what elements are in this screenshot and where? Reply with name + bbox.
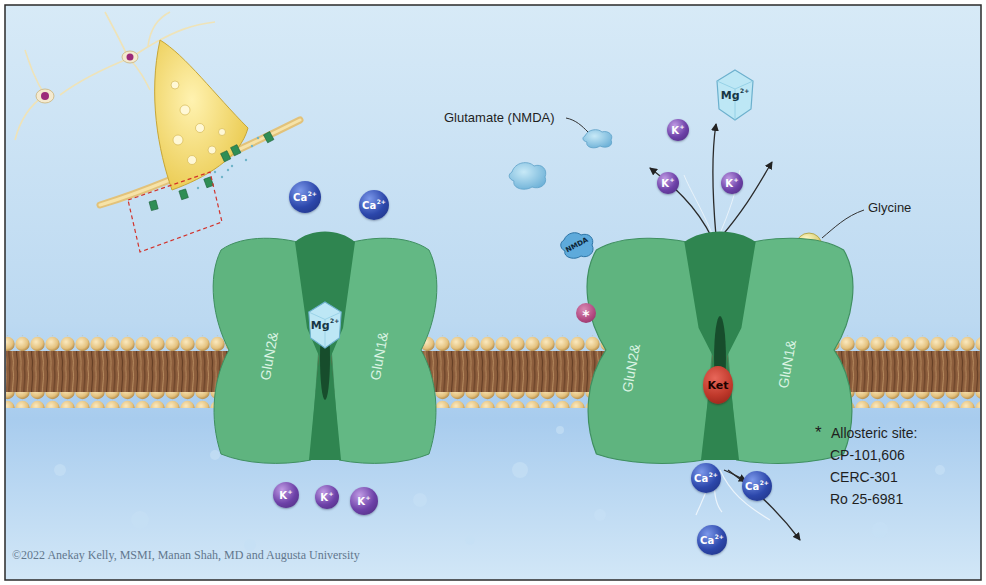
copyright-note: ©2022 Anekay Kelly, MSMI, Manan Shah, MD… [12, 549, 360, 563]
ketamine-molecule: Ket [703, 366, 733, 404]
symbol-label: K [661, 178, 669, 189]
bound-glutamate: NMDA [559, 230, 595, 260]
charge-label: + [288, 488, 293, 495]
charge-label: 2+ [760, 479, 769, 486]
charge-label: 2+ [709, 471, 718, 478]
symbol-label: Ket [707, 379, 728, 392]
label-group: Mg2+ [721, 89, 750, 102]
note-heading: Allosteric site: [831, 425, 917, 441]
symbol-label: Ca [745, 481, 759, 492]
ligand-label: Glycine [868, 201, 911, 216]
label-group: K+ [661, 178, 674, 189]
drug-name: CP-101,606 [830, 447, 905, 463]
symbol-label: K [671, 125, 679, 136]
label-group: K+ [279, 490, 292, 501]
drug-name: Ro 25-6981 [830, 491, 903, 507]
label-group: Ca2+ [694, 473, 718, 484]
label-group: K+ [725, 178, 738, 189]
charge-label: + [329, 490, 334, 497]
ligand-label: Glutamate (NMDA) [444, 111, 555, 126]
potassium-ion: K+ [350, 487, 378, 515]
charge-label: 2+ [740, 87, 749, 94]
label-group: Ca2+ [700, 535, 724, 546]
charge-label: + [670, 176, 675, 183]
symbol-label: K [725, 178, 733, 189]
calcium-ion: Ca2+ [359, 190, 389, 220]
charge-label: + [680, 123, 685, 130]
symbol-label: K [320, 492, 328, 503]
label-group: Ca2+ [745, 481, 769, 492]
label-group: K+ [357, 496, 370, 507]
label-group: Ca2+ [362, 200, 386, 211]
calcium-ion: Ca2+ [742, 471, 772, 501]
magnesium-ion: Mg2+ [715, 69, 755, 121]
label-group: Ca2+ [293, 192, 317, 203]
label-group: K+ [671, 125, 684, 136]
symbol-label: Ca [694, 473, 708, 484]
magnesium-block: Mg2+ [307, 301, 343, 349]
symbol-label: Ca [362, 200, 376, 211]
asterisk-mark: * [815, 423, 822, 443]
calcium-ion: Ca2+ [289, 181, 321, 213]
charge-label: 2+ [308, 190, 317, 197]
charge-label: + [734, 176, 739, 183]
potassium-ion: K+ [273, 482, 299, 508]
charge-label: + [366, 494, 371, 501]
drug-name: CERC-301 [830, 469, 898, 485]
charge-label: 2+ [377, 198, 386, 205]
label-group: Mg2+ [311, 319, 340, 332]
symbol-label: Mg [721, 89, 740, 102]
symbol-label: Ca [700, 535, 714, 546]
calcium-ion: Ca2+ [697, 525, 727, 555]
label-group: * [582, 307, 589, 323]
label-group: Ket [707, 379, 728, 392]
label-group: K+ [320, 492, 333, 503]
symbol-label: Mg [311, 319, 330, 332]
allosteric-site: * [576, 303, 596, 323]
calcium-ion: Ca2+ [691, 463, 721, 493]
symbol-label: K [279, 490, 287, 501]
charge-label: 2+ [715, 533, 724, 540]
potassium-ion: K+ [667, 119, 689, 141]
potassium-ion: K+ [657, 172, 679, 194]
potassium-ion: K+ [315, 485, 339, 509]
symbol-label: * [582, 307, 589, 323]
potassium-ion: K+ [721, 172, 743, 194]
charge-label: 2+ [330, 317, 339, 324]
symbol-label: Ca [293, 192, 307, 203]
symbol-label: K [357, 496, 365, 507]
nmda-receptor: GluN2&GluN1&Mg2+ [203, 228, 447, 468]
